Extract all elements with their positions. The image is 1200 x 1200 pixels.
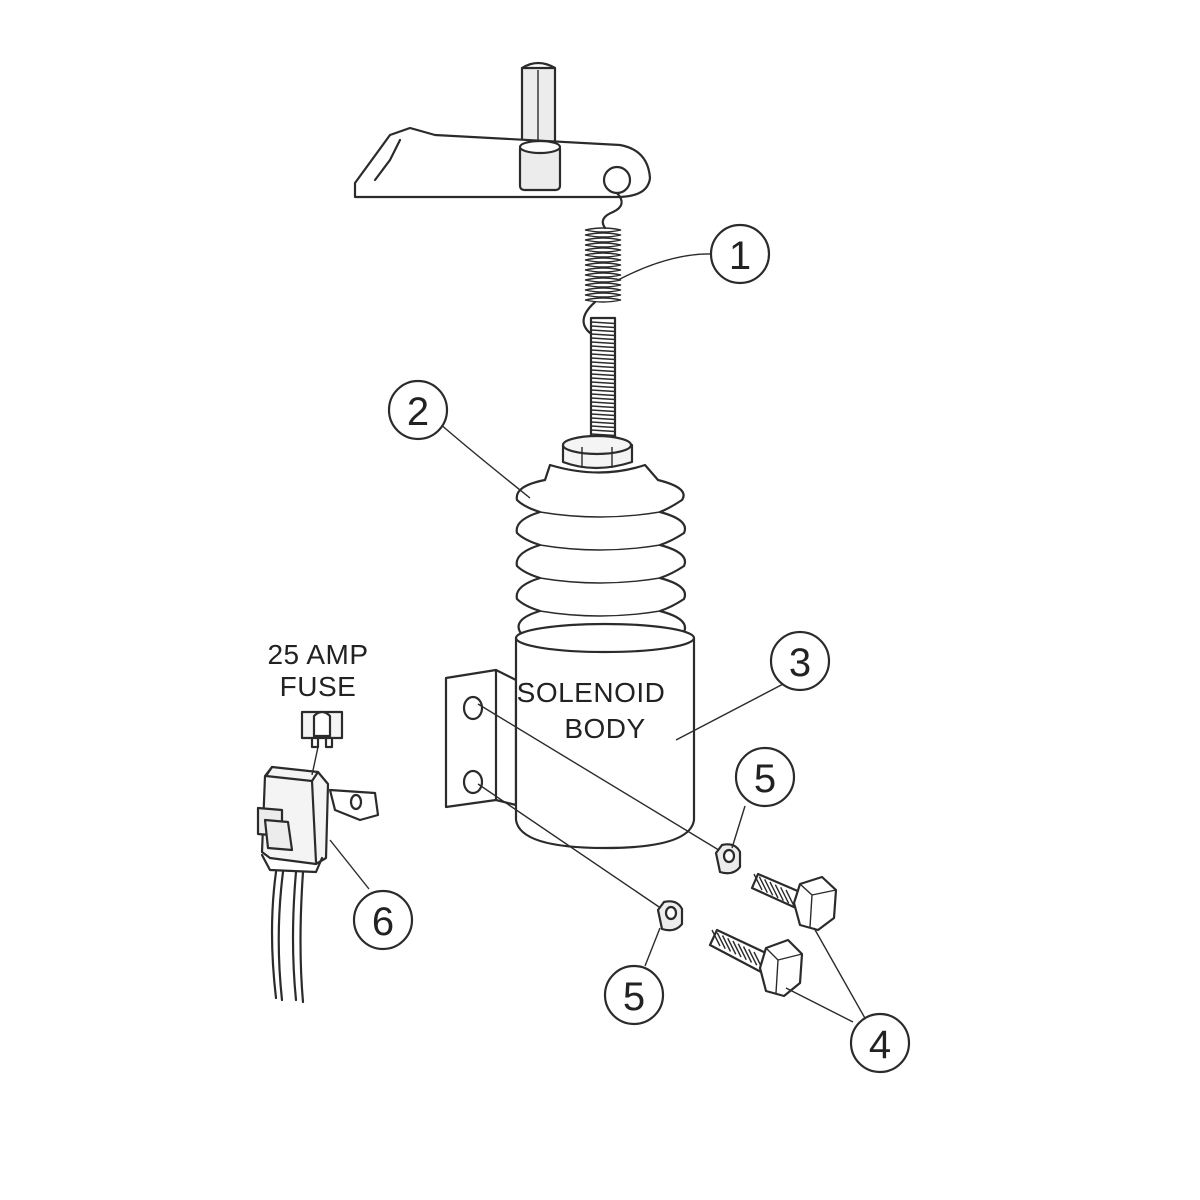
rubber-boot — [515, 463, 687, 648]
svg-text:1: 1 — [729, 234, 751, 278]
lock-washer-upper — [714, 843, 742, 875]
mounting-bolt-lower — [708, 928, 804, 998]
svg-text:3: 3 — [789, 641, 811, 685]
throttle-lever — [353, 61, 652, 199]
return-spring — [582, 191, 623, 336]
svg-text:5: 5 — [623, 975, 645, 1019]
callout-3: 3 — [769, 630, 831, 692]
callout-2: 2 — [387, 379, 449, 441]
svg-text:6: 6 — [372, 900, 394, 944]
callout-5-upper: 5 — [734, 746, 796, 808]
fuse: 25 AMP FUSE — [267, 639, 368, 749]
mounting-bracket — [444, 668, 518, 809]
callout-5-lower: 5 — [603, 964, 665, 1026]
solenoid-label-line1: SOLENOID — [517, 677, 666, 708]
svg-text:4: 4 — [869, 1023, 891, 1067]
solenoid-body: SOLENOID BODY — [514, 622, 696, 850]
plunger-rod — [589, 316, 617, 450]
fuse-holder — [256, 746, 380, 1004]
svg-text:2: 2 — [407, 390, 429, 434]
callout-4: 4 — [849, 1012, 911, 1074]
callout-1: 1 — [709, 223, 771, 285]
fuse-label-line2: FUSE — [280, 671, 357, 702]
lock-washer-lower — [656, 900, 684, 932]
svg-text:5: 5 — [754, 757, 776, 801]
fuse-label-line1: 25 AMP — [267, 639, 368, 670]
hex-nut — [561, 434, 634, 470]
solenoid-label-line2: BODY — [564, 713, 645, 744]
callout-6: 6 — [352, 889, 414, 951]
mounting-bolt-upper — [750, 872, 838, 932]
